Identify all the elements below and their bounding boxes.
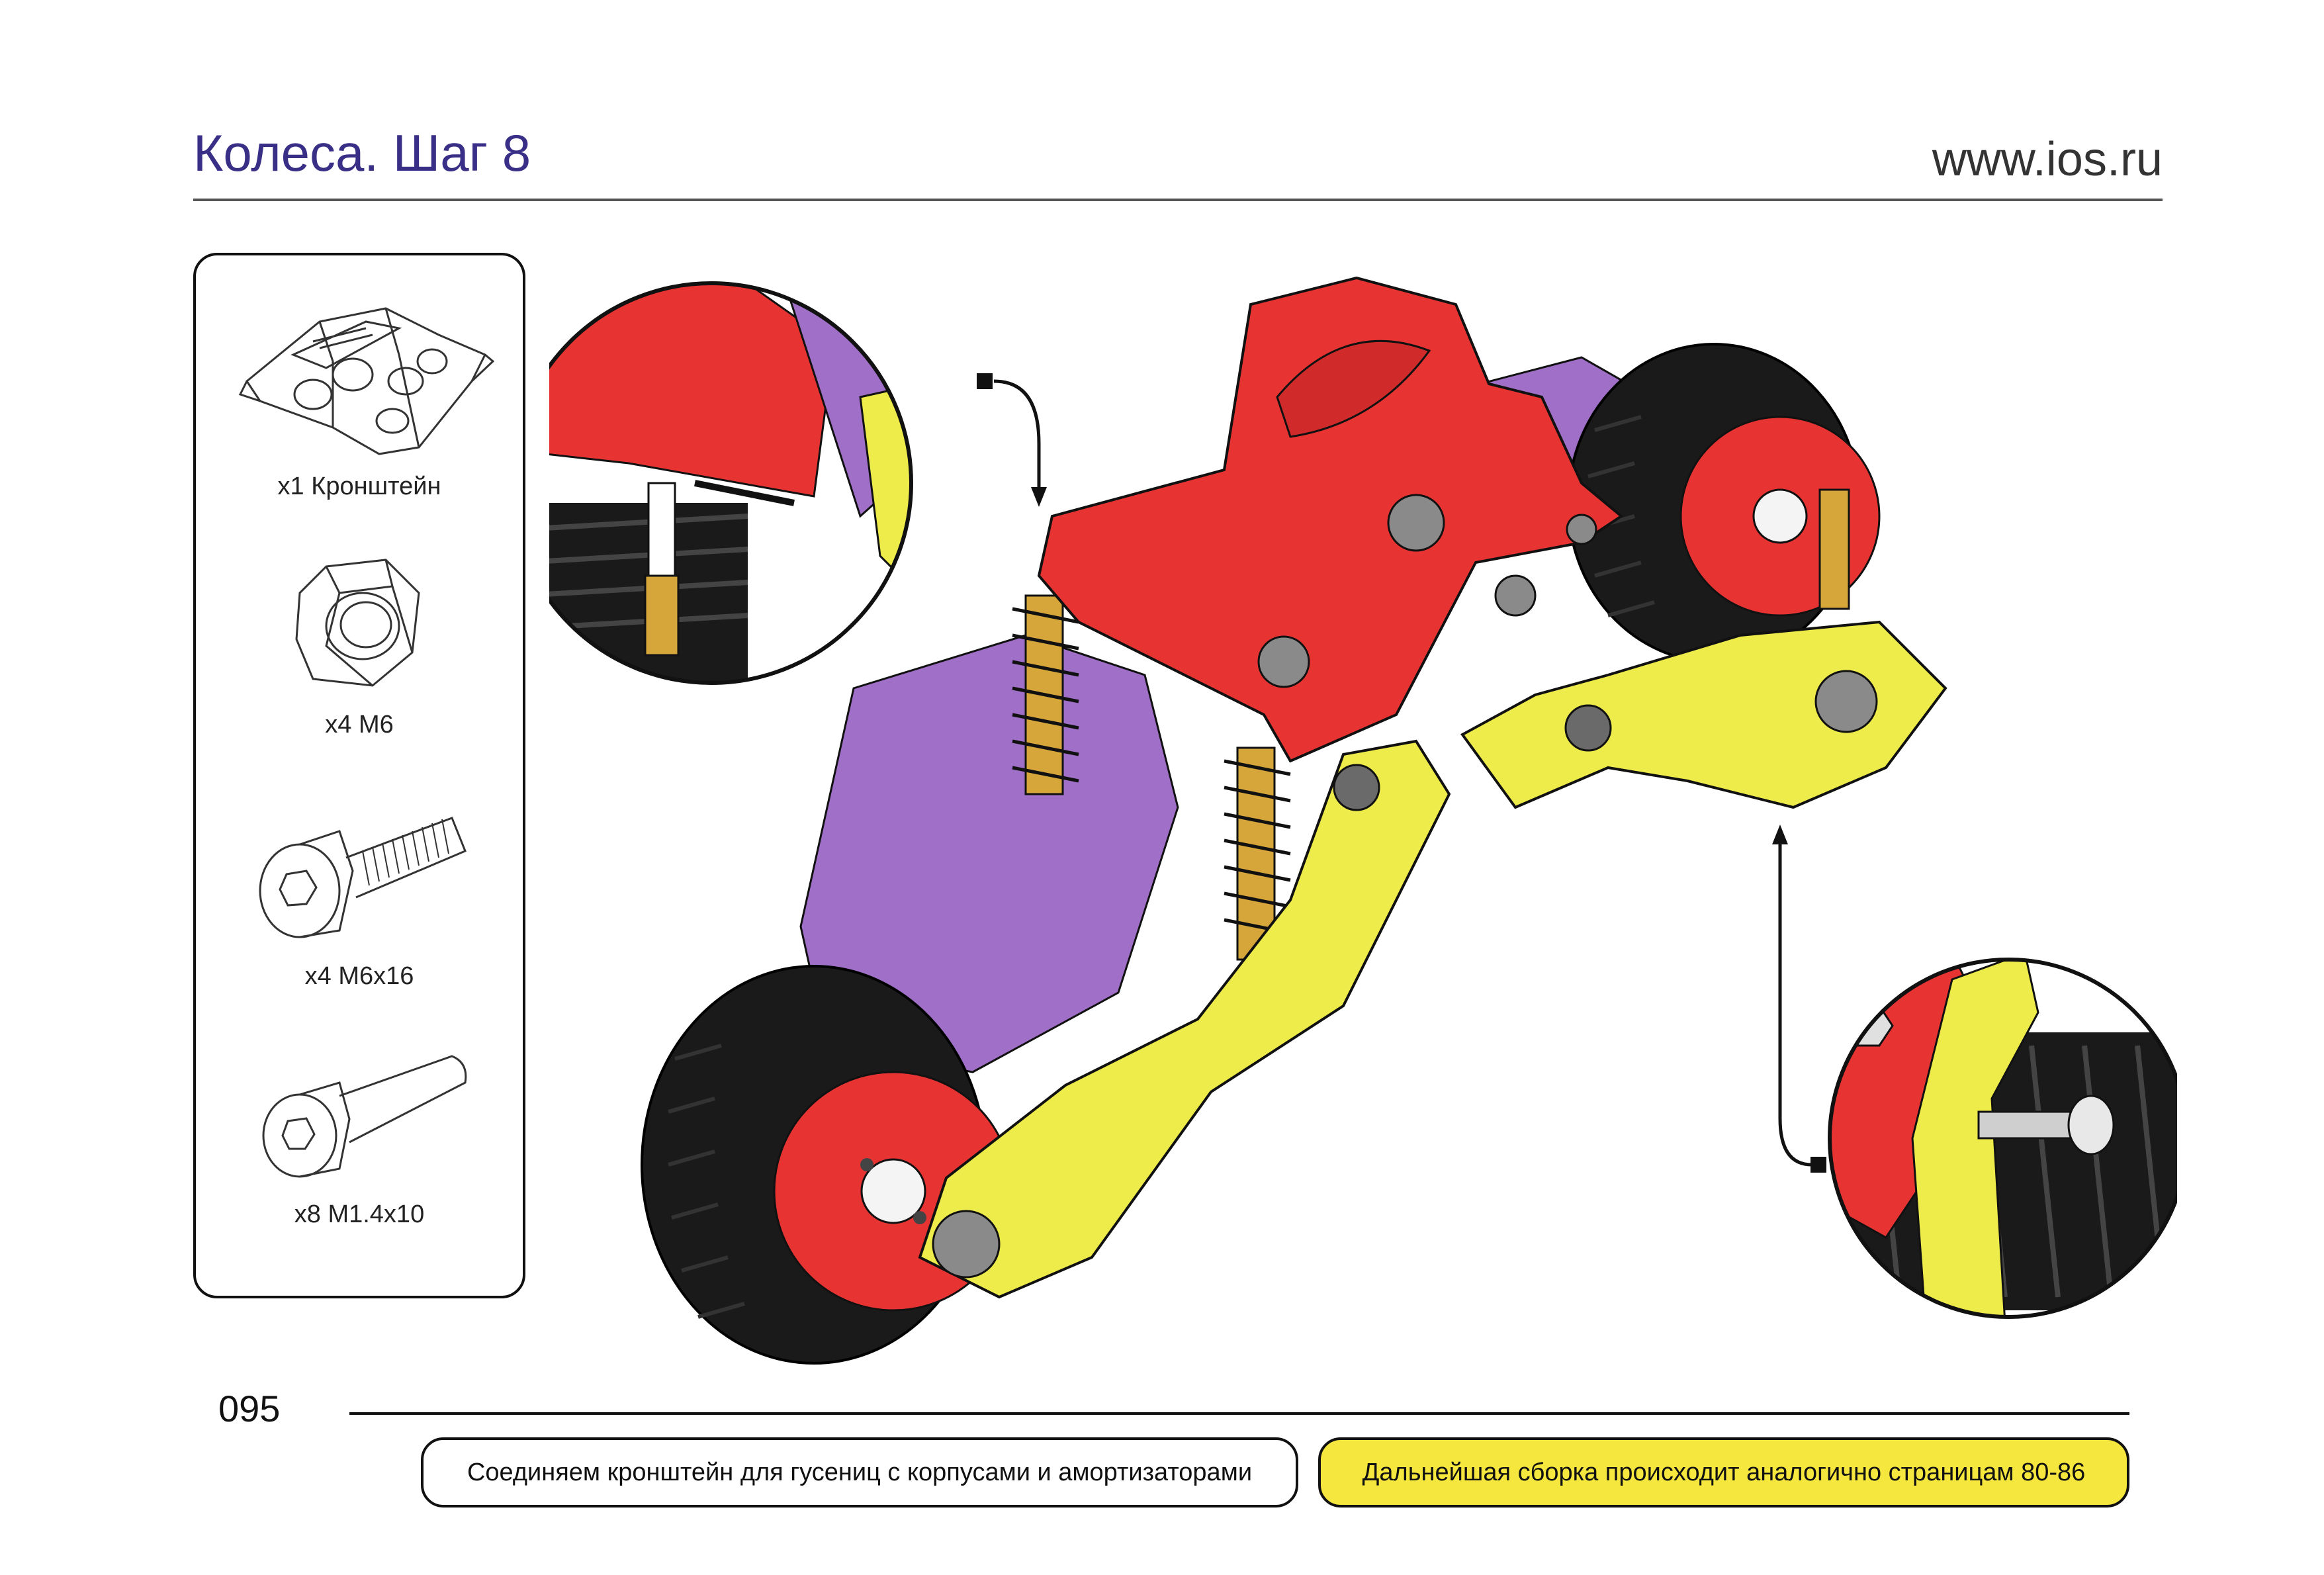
footer-divider <box>349 1412 2129 1415</box>
yellow-arms <box>918 620 1947 1299</box>
part-item-pin-screw: x8 M1.4x10 <box>196 1043 523 1229</box>
detail-callout-bottom <box>1772 825 2177 1319</box>
instruction-note: Соединяем кронштейн для гусениц с корпус… <box>421 1437 1298 1508</box>
part-item-nut: x4 M6 <box>196 547 523 739</box>
page-number: 095 <box>218 1388 281 1429</box>
assembly-illustration <box>549 276 2177 1365</box>
detail-callout-top <box>549 281 1047 685</box>
part-label: x8 M1.4x10 <box>294 1200 425 1228</box>
header-divider <box>193 199 2163 201</box>
red-bracket <box>1037 276 1624 763</box>
part-item-cap-screw: x4 M6x16 <box>196 805 523 991</box>
shock-absorbers <box>1012 488 1850 961</box>
bracket-icon <box>238 307 495 455</box>
cap-screw-icon <box>259 817 467 938</box>
hex-nut-icon <box>295 559 420 687</box>
part-item-bracket: x1 Кронштейн <box>196 282 523 501</box>
part-label: x1 Кронштейн <box>277 472 441 500</box>
website-url: www.ios.ru <box>1932 133 2163 186</box>
part-label: x4 M6 <box>325 711 394 739</box>
reference-note: Дальнейшая сборка происходит аналогично … <box>1318 1437 2129 1508</box>
pin-screw-icon <box>262 1055 467 1178</box>
part-label: x4 M6x16 <box>304 962 414 990</box>
parts-list-panel: x1 Кронштейн x4 M6 <box>193 253 525 1298</box>
page-title: Колеса. Шаг 8 <box>193 124 531 182</box>
